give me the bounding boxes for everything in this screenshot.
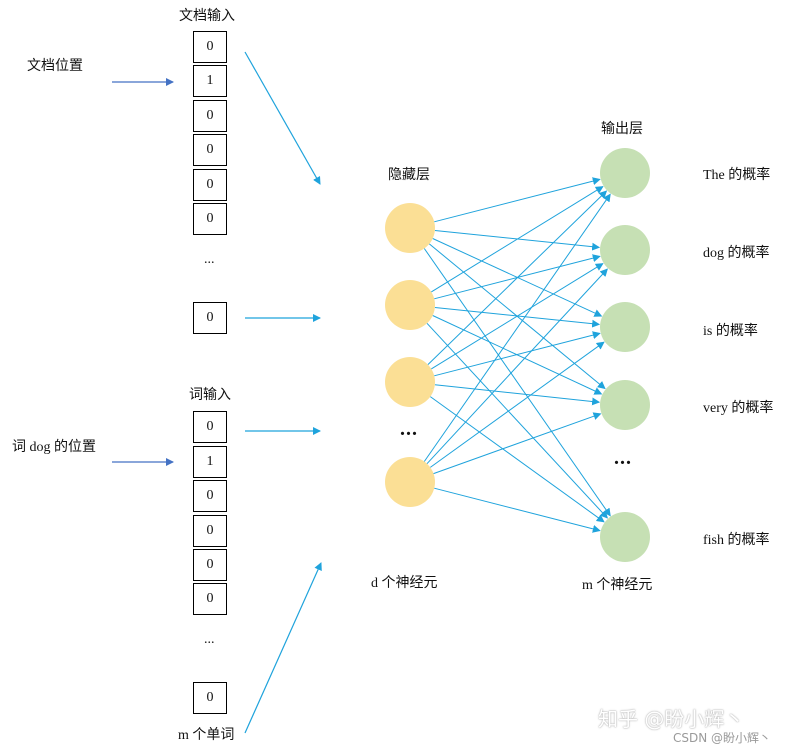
word-cell-1: 1 <box>193 446 227 478</box>
edge-h0-o4 <box>423 248 611 517</box>
word-count-label: m 个单词 <box>178 728 235 743</box>
output-neuron-2 <box>600 302 650 352</box>
output-label-very: very 的概率 <box>703 401 774 416</box>
edge-h3-o1 <box>426 268 608 465</box>
output-label-dog: dog 的概率 <box>703 246 770 261</box>
output-label-the: The 的概率 <box>703 168 771 183</box>
edge-h2-o4 <box>430 396 605 523</box>
hidden-neuron-2 <box>385 357 435 407</box>
word-cell-3: 0 <box>193 515 227 547</box>
edge-h1-o0 <box>431 186 604 293</box>
doc-cell-4: 0 <box>193 169 227 201</box>
output-neuron-count: m 个神经元 <box>582 578 653 593</box>
edge-h3-o2 <box>430 341 605 468</box>
edge-h3-o4 <box>434 487 601 533</box>
edge-h2-o1 <box>431 263 604 370</box>
hidden-neuron-1 <box>385 280 435 330</box>
hidden-neuron-3 <box>385 457 435 507</box>
doc-cell-3: 0 <box>193 134 227 166</box>
doc-ellipsis: ... <box>204 252 215 267</box>
edge-h1-o4 <box>426 322 608 519</box>
edge-h2-o3 <box>434 384 601 406</box>
hidden-neuron-0 <box>385 203 435 253</box>
edge-h2-o2 <box>434 331 601 377</box>
doc-cell-2: 0 <box>193 100 227 132</box>
doc-position-label: 文档位置 <box>27 59 83 74</box>
word-ellipsis: ... <box>204 632 215 647</box>
doc-input-title: 文档输入 <box>179 9 235 24</box>
output-label-is: is 的概率 <box>703 324 758 339</box>
word-input-title: 词输入 <box>189 388 231 403</box>
word-position-label: 词 dog 的位置 <box>12 440 96 455</box>
output-layer-ellipsis: ... <box>614 447 632 469</box>
word-cell-2: 0 <box>193 480 227 512</box>
doc-cell-0: 0 <box>193 31 227 63</box>
zhihu-watermark: 知乎 @盼小辉丶 <box>598 707 745 731</box>
doc-cell-1: 1 <box>193 65 227 97</box>
edge-h3-o3 <box>433 412 602 475</box>
hidden-layer-title: 隐藏层 <box>388 168 430 183</box>
word-cell-last: 0 <box>193 682 227 714</box>
word-to-hidden-arrow-2 <box>244 562 322 734</box>
word-cell-5: 0 <box>193 583 227 615</box>
edge-h2-o0 <box>427 190 608 365</box>
output-layer-title: 输出层 <box>601 122 643 137</box>
edge-h3-o0 <box>423 193 611 462</box>
hidden-layer-ellipsis: ... <box>400 418 418 440</box>
doc-cell-5: 0 <box>193 203 227 235</box>
output-neuron-0 <box>600 148 650 198</box>
doc-to-hidden-arrow-1 <box>244 51 321 185</box>
output-neuron-4 <box>600 512 650 562</box>
word-cell-4: 0 <box>193 549 227 581</box>
doc-cell-last: 0 <box>193 302 227 334</box>
output-label-fish: fish 的概率 <box>703 533 770 548</box>
hidden-neuron-count: d 个神经元 <box>371 576 438 591</box>
csdn-watermark: CSDN @盼小辉丶 <box>673 731 772 745</box>
word-cell-0: 0 <box>193 411 227 443</box>
output-neuron-3 <box>600 380 650 430</box>
edge-h0-o0 <box>434 177 601 223</box>
output-neuron-1 <box>600 225 650 275</box>
